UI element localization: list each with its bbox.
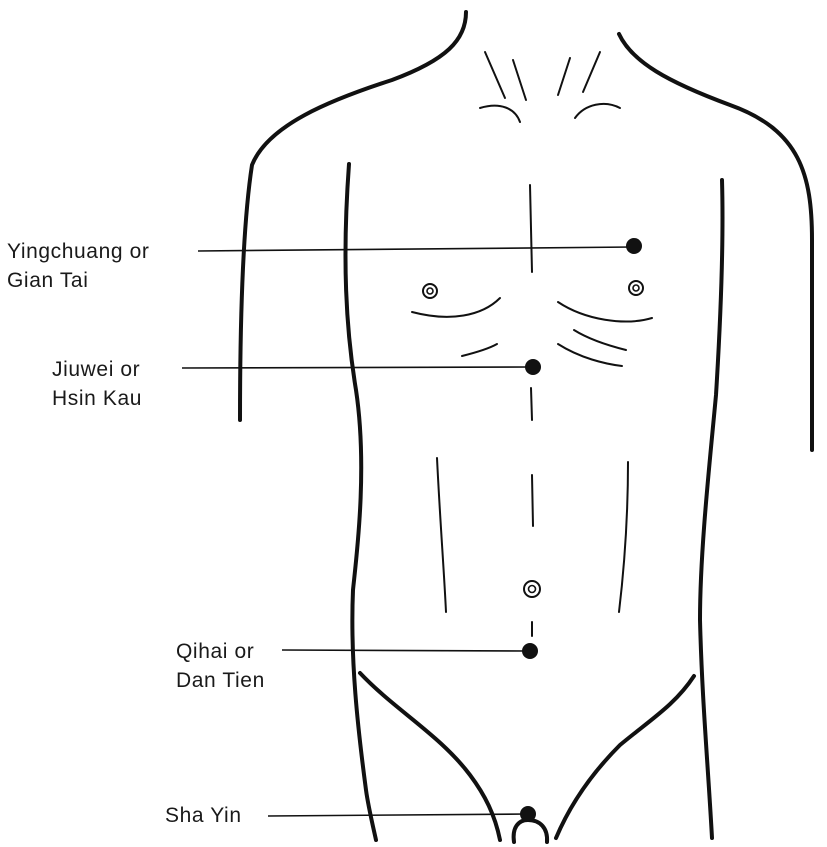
left-pectoral-line — [412, 298, 500, 317]
qihai-label: Qihai or Dan Tien — [176, 637, 265, 695]
neck-line-4 — [583, 52, 600, 92]
neck-line-2 — [513, 60, 526, 100]
qihai-label-line-2: Dan Tien — [176, 666, 265, 695]
jiuwei-point-marker — [525, 359, 541, 375]
jiuwei-leader-line — [182, 367, 533, 368]
midline-upper — [531, 388, 532, 420]
yingchuang-label-line-1: Yingchuang or — [7, 237, 149, 266]
qihai-label-line-1: Qihai or — [176, 637, 265, 666]
yingchuang-point-marker — [626, 238, 642, 254]
yingchuang-label-line-2: Gian Tai — [7, 266, 149, 295]
qihai-leader-line — [282, 650, 530, 651]
genital-outline — [514, 820, 547, 842]
sha-yin-label-line-1: Sha Yin — [165, 801, 242, 830]
neck-line-3 — [558, 58, 570, 95]
right-pectoral-line — [558, 302, 652, 321]
left-abdominal-line — [437, 458, 446, 612]
left-nipple-icon — [423, 284, 437, 298]
jiuwei-label-line-2: Hsin Kau — [52, 384, 142, 413]
left-clavicle — [480, 106, 520, 122]
navel-icon — [524, 581, 540, 597]
sternum-line — [530, 185, 532, 272]
anatomy-details — [412, 52, 652, 636]
sha-yin-label: Sha Yin — [165, 801, 242, 830]
jiuwei-label-line-1: Jiuwei or — [52, 355, 142, 384]
midline-middle — [532, 475, 533, 526]
torso-outline — [240, 12, 812, 840]
yingchuang-leader-line — [198, 247, 633, 251]
yingchuang-label: Yingchuang or Gian Tai — [7, 237, 149, 295]
right-clavicle — [575, 104, 620, 118]
left-rib-line — [462, 344, 497, 356]
sha-yin-leader-line — [268, 814, 528, 816]
left-flank-outline — [345, 164, 376, 840]
jiuwei-label: Jiuwei or Hsin Kau — [52, 355, 142, 413]
sha-yin-point-marker — [520, 806, 536, 822]
right-nipple-icon — [629, 281, 643, 295]
neck-line-1 — [485, 52, 505, 98]
qihai-point-marker — [522, 643, 538, 659]
right-groin-outline — [556, 676, 694, 838]
right-rib-line-2 — [574, 330, 626, 350]
right-flank-outline — [700, 180, 723, 838]
right-abdominal-line — [619, 462, 628, 612]
